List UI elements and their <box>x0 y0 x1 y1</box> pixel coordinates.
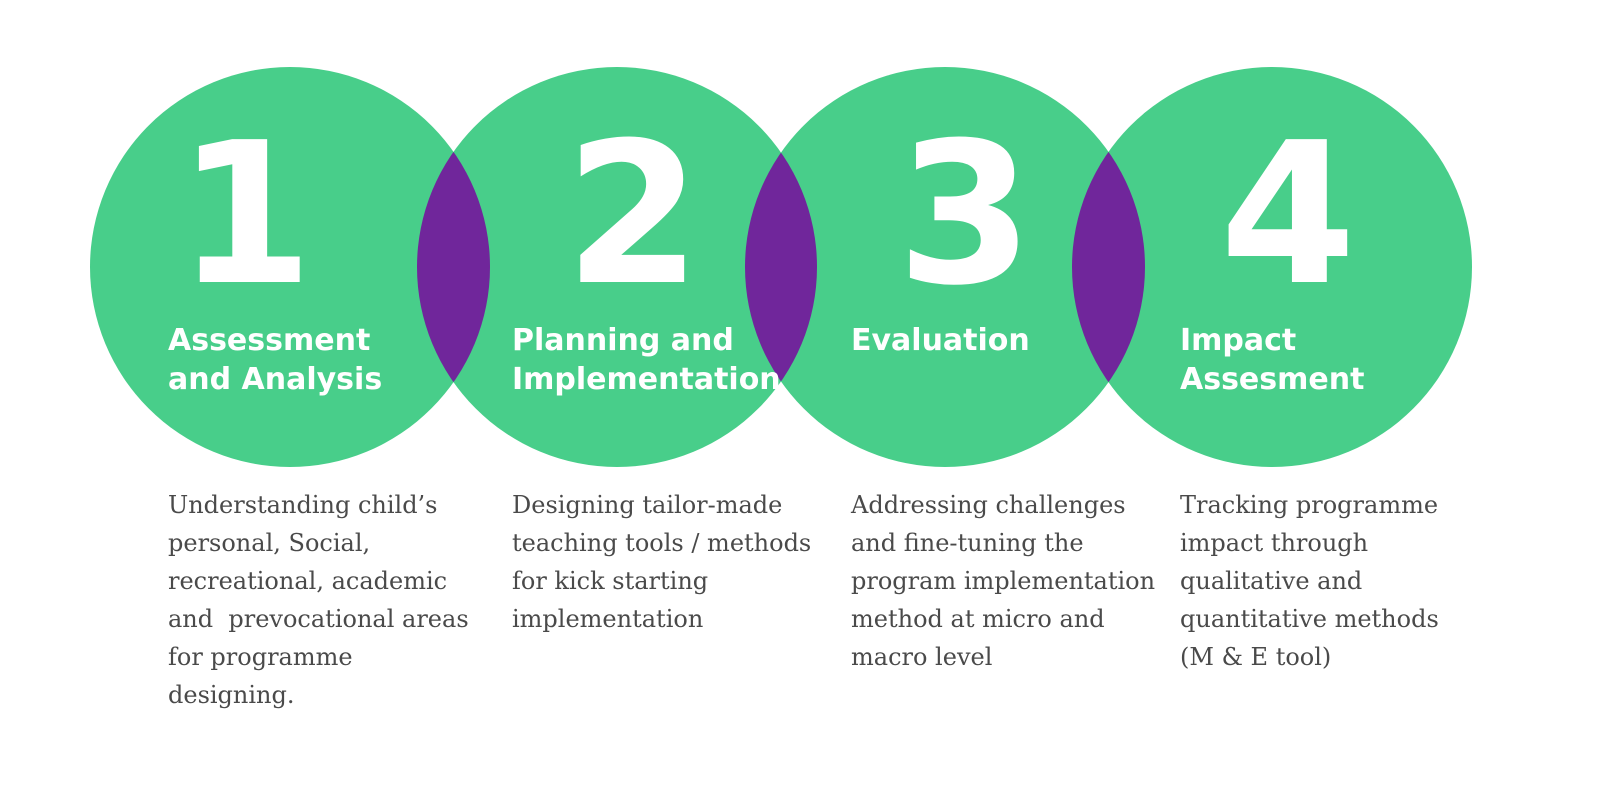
step-3-number: 3 <box>897 101 1033 329</box>
step-3-circle <box>745 67 1145 467</box>
step-3-description-line: program implementation <box>851 567 1156 595</box>
step-4-number: 4 <box>1220 101 1356 329</box>
step-2-number: 2 <box>565 101 701 329</box>
step-2-description-line: teaching tools / methods <box>512 529 812 557</box>
step-3-description-line: Addressing challenges <box>851 491 1126 519</box>
step-4-description-line: Tracking programme <box>1180 491 1439 519</box>
step-3-description-line: macro level <box>851 643 993 671</box>
step-4-title-line-2: Assesment <box>1180 362 1364 397</box>
step-1-description-line: recreational, academic <box>168 567 448 595</box>
step-4-description-line: quantitative methods <box>1180 605 1439 633</box>
step-3-title: Evaluation <box>851 323 1030 358</box>
step-3-description: Addressing challenges and fine-tuning th… <box>851 486 1155 676</box>
step-4-description-line: qualitative and <box>1180 567 1363 595</box>
step-2-title-line-1: Planning and <box>512 323 734 358</box>
step-2-description-line: implementation <box>512 605 704 633</box>
step-1-description-line: and prevocational areas <box>168 605 469 633</box>
step-1-circle <box>90 67 490 467</box>
step-4-description-line: (M & E tool) <box>1180 643 1332 671</box>
step-2-description-line: Designing tailor-made <box>512 491 783 519</box>
step-4-title-line-1: Impact <box>1180 323 1296 358</box>
step-1-title: Assessment and Analysis <box>168 323 382 397</box>
step-4-circle <box>1072 67 1472 467</box>
step-1-description-line: designing. <box>168 681 295 709</box>
step-2-title: Planning and Implementation <box>512 323 781 397</box>
step-1-title-line-1: Assessment <box>168 323 370 358</box>
step-3-description-line: method at micro and <box>851 605 1105 633</box>
step-1-description-line: for programme <box>168 643 353 671</box>
step-2-circle <box>417 67 817 467</box>
step-2-description: Designing tailor-made teaching tools / m… <box>512 486 811 638</box>
step-2-description-line: for kick starting <box>512 567 709 595</box>
step-4-title: Impact Assesment <box>1180 323 1364 397</box>
step-1-description: Understanding child’s personal, Social, … <box>168 486 469 714</box>
step-2-title-line-2: Implementation <box>512 362 781 397</box>
step-4-description-line: impact through <box>1180 529 1369 557</box>
step-1-description-line: Understanding child’s <box>168 491 438 519</box>
step-3-title-line-1: Evaluation <box>851 323 1030 358</box>
step-1-number: 1 <box>177 101 313 329</box>
step-1-title-line-2: and Analysis <box>168 362 382 397</box>
step-1-description-line: personal, Social, <box>168 529 371 557</box>
step-3-description-line: and fine-tuning the <box>851 529 1084 557</box>
step-4-description: Tracking programme impact through qualit… <box>1180 486 1439 676</box>
